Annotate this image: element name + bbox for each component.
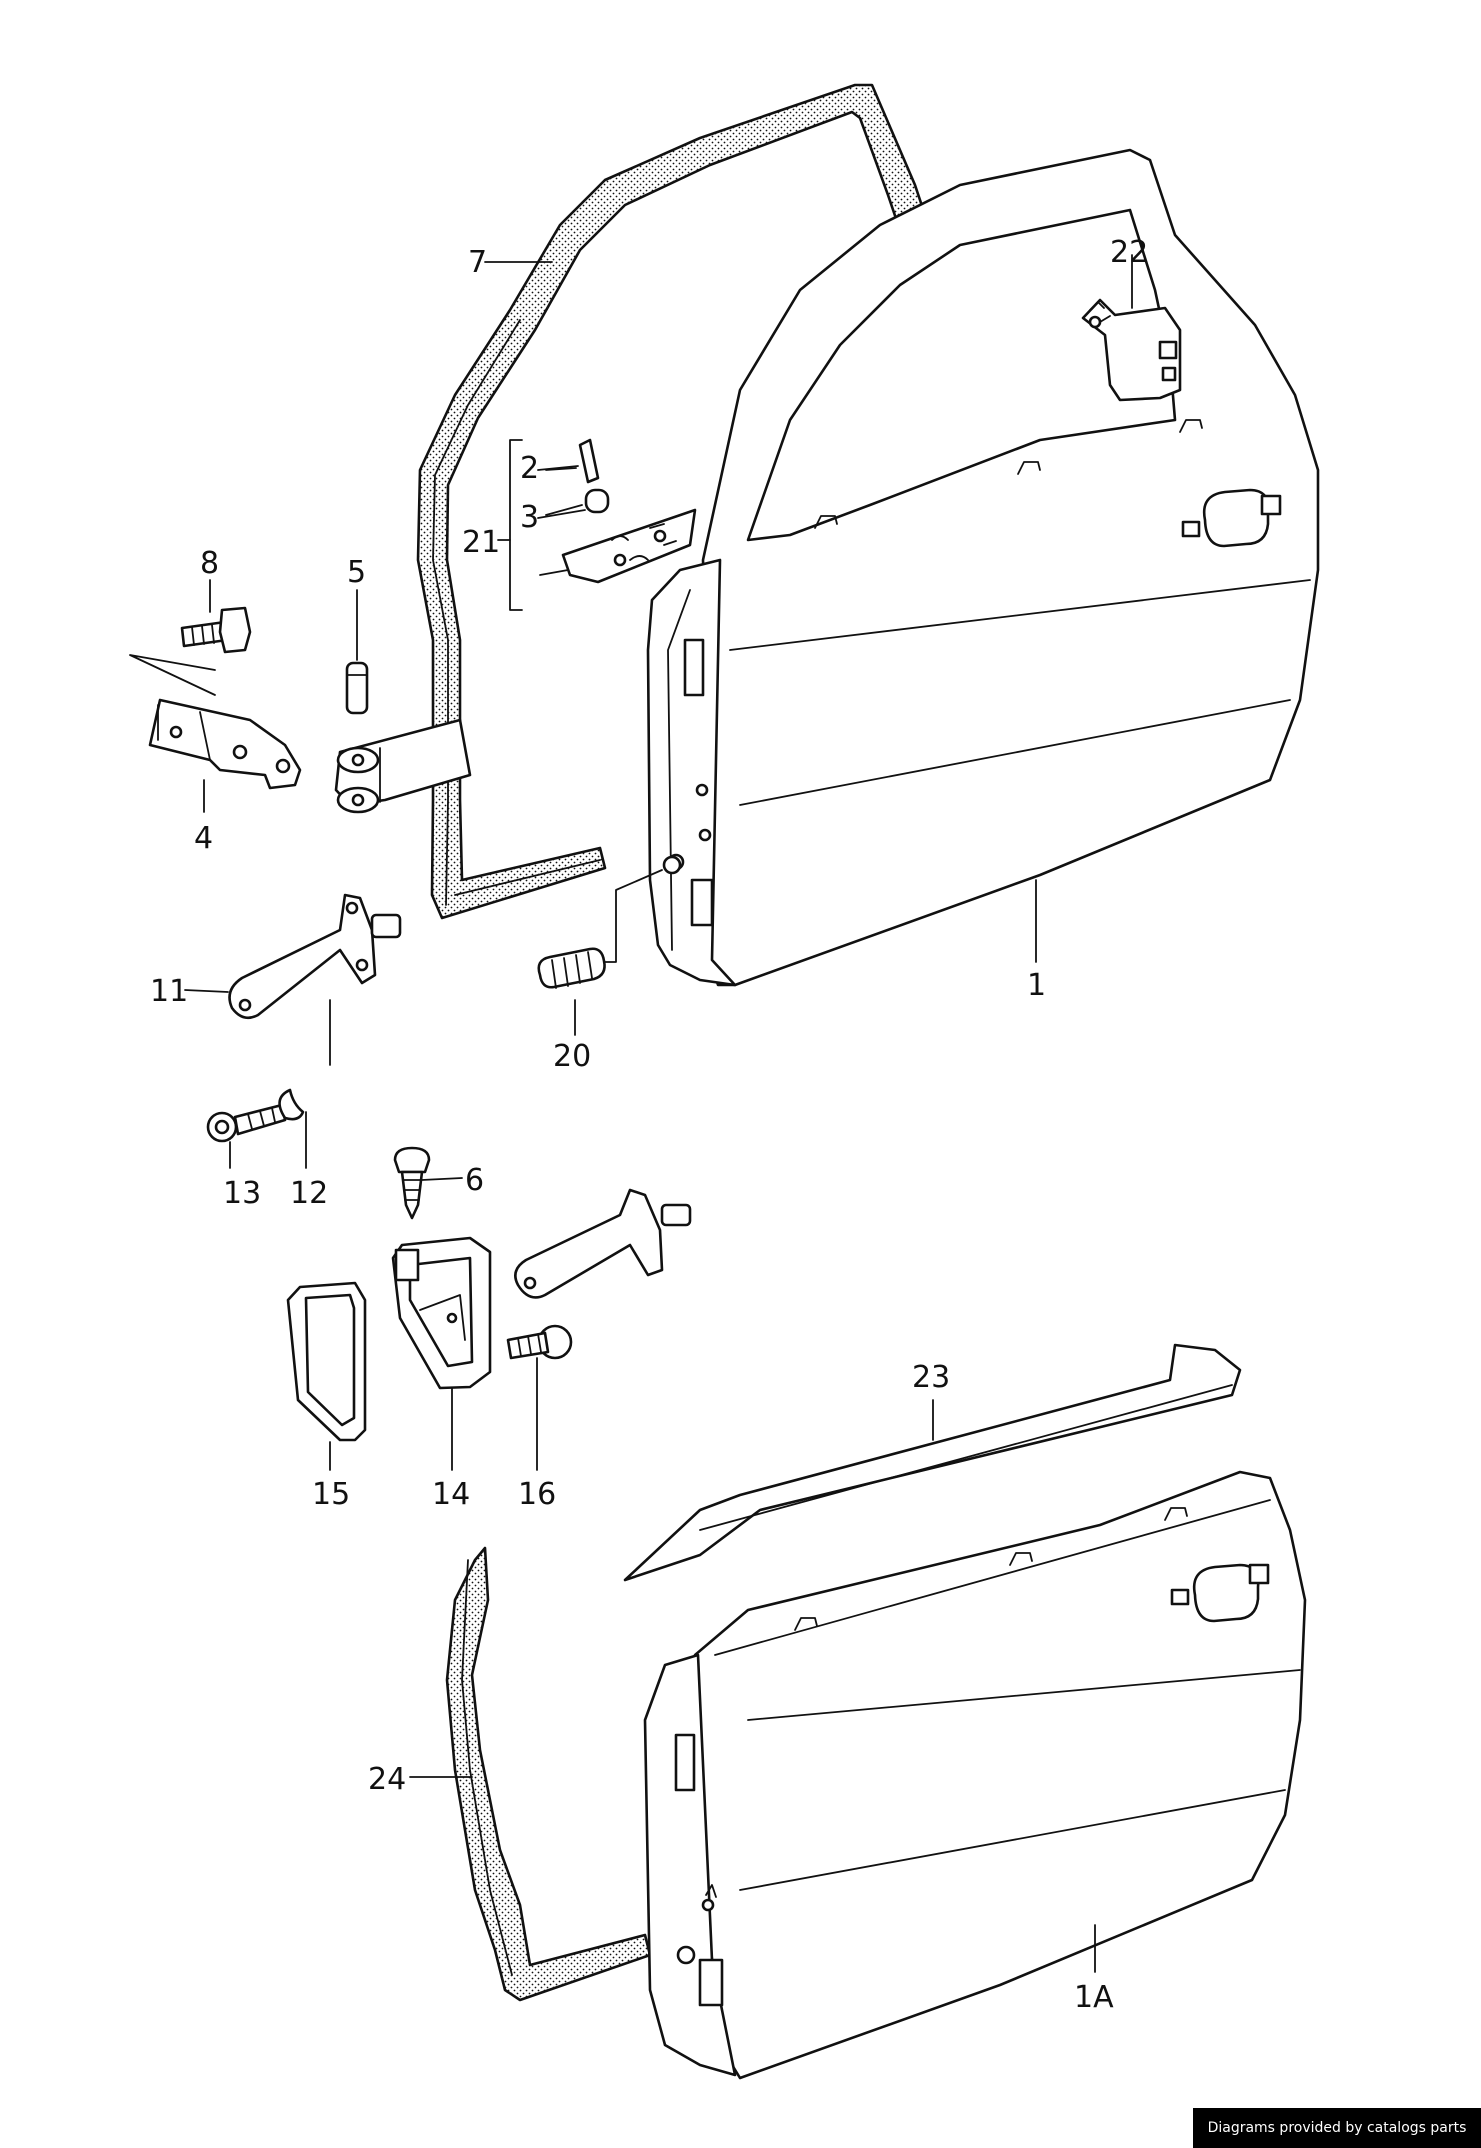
lock-bracket-part-22 [1081, 298, 1182, 402]
callout-labels: 7 22 2 3 21 8 5 4 11 1 20 6 13 12 23 15 … [150, 235, 1148, 2015]
label-22: 22 [1110, 235, 1148, 270]
label-8: 8 [200, 546, 219, 581]
label-13: 13 [223, 1176, 261, 1211]
bolt-part-13 [206, 1103, 287, 1143]
label-11: 11 [150, 974, 188, 1009]
hinge-arm [334, 718, 472, 814]
label-24: 24 [368, 1762, 406, 1797]
bolt-part-8 [129, 606, 252, 696]
bolt-part-16 [506, 1324, 573, 1360]
leader-lines [184, 254, 1133, 1973]
label-14: 14 [432, 1477, 470, 1512]
label-15: 15 [312, 1477, 350, 1512]
trim-strip-part-23 [623, 1343, 1242, 1582]
screw-part-6 [393, 1146, 431, 1220]
gasket-part-15 [286, 1281, 367, 1442]
door-shell-part-1a [643, 1470, 1307, 2080]
label-2: 2 [520, 451, 539, 486]
washer-part-12 [278, 1088, 305, 1121]
label-12: 12 [290, 1176, 328, 1211]
front-door-part-1 [646, 148, 1320, 987]
hinge-plate-part-21 [497, 438, 697, 611]
check-strap-part-11 [228, 893, 402, 1066]
label-6: 6 [465, 1163, 484, 1198]
label-16: 16 [518, 1477, 556, 1512]
label-23: 23 [912, 1360, 950, 1395]
label-4: 4 [194, 821, 213, 856]
label-1a: 1A [1074, 1980, 1114, 2015]
label-3: 3 [520, 500, 539, 535]
grommet-part-20 [537, 855, 682, 989]
credit-badge: Diagrams provided by catalogs parts [1193, 2108, 1481, 2148]
hinge-bracket-part-4 [148, 698, 302, 790]
label-20: 20 [553, 1039, 591, 1074]
label-1: 1 [1027, 968, 1046, 1003]
lower-check-strap-arm [514, 1188, 692, 1299]
label-7: 7 [468, 245, 487, 280]
door-seal-part-24 [445, 1546, 652, 2002]
label-21: 21 [462, 525, 500, 560]
hinge-pin-part-5 [345, 661, 369, 715]
label-5: 5 [347, 555, 366, 590]
housing-part-14 [391, 1236, 492, 1390]
